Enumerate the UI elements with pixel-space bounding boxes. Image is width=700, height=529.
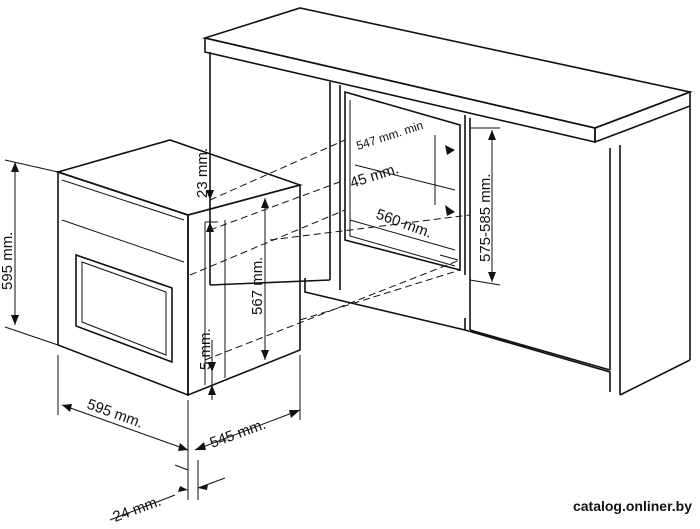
label-oven-width: 595 mm. [85,396,146,432]
label-bottom-gap: 5 mm. [197,328,214,370]
label-niche-depth-min: 547 mm. min [355,118,425,153]
label-top-gap: 23 mm. [194,148,211,198]
label-oven-height: 595 mm. [0,232,16,290]
watermark: catalog.onliner.by [572,498,692,514]
label-oven-depth: 545 mm. [208,416,269,452]
label-inner-height: 567 mm. [249,257,266,315]
dimension-lines [4,127,501,521]
oven [55,139,303,397]
dimension-labels: 595 mm. 595 mm. 545 mm. 24 mm. 23 mm. 56… [0,118,494,526]
label-niche-width: 560 mm. [374,206,435,242]
kitchen-cabinet [201,7,693,396]
label-front-depth: 24 mm. [111,493,164,524]
label-niche-height: 575-585 mm. [477,174,494,262]
